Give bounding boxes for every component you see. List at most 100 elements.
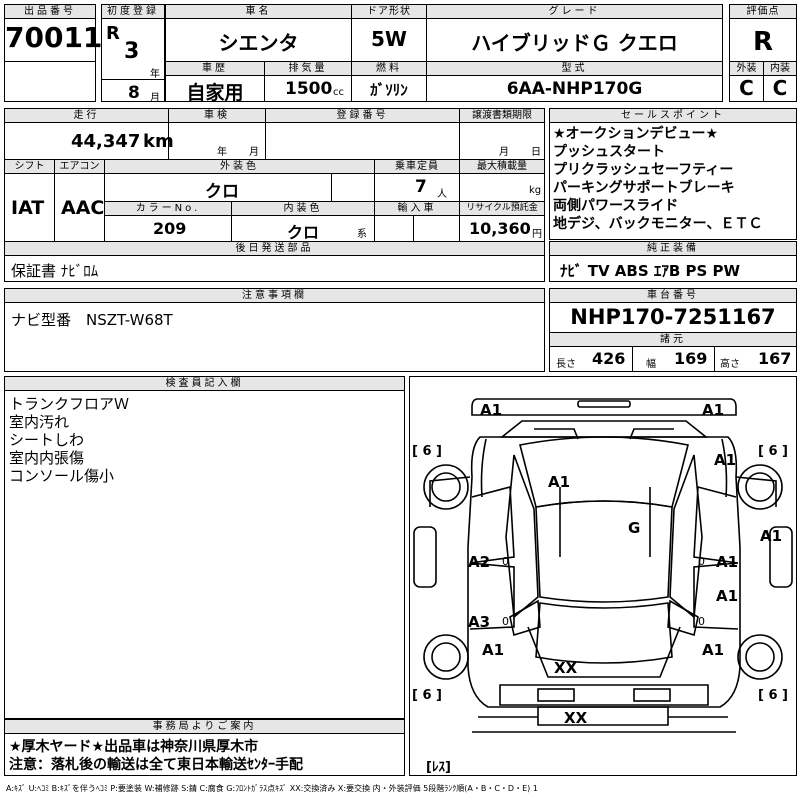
inspector-label: 検査員記入欄 xyxy=(5,377,404,391)
inspector-line: 室内内張傷 xyxy=(9,449,85,467)
transfer-month: 月 xyxy=(499,147,509,158)
fuel-box: 燃料 ｶﾞｿﾘﾝ xyxy=(351,61,427,102)
inspector-line: トランクフロアＷ xyxy=(9,395,130,413)
door-label: ドア形状 xyxy=(352,5,426,19)
recycle: 10,360 xyxy=(469,219,531,238)
shaken-month: 月 xyxy=(249,147,259,158)
reg-year: 3 xyxy=(124,39,140,64)
mileage-unit: km xyxy=(143,131,174,152)
reg-label: 初度登録 xyxy=(102,5,164,19)
sales-line: ★オークションデビュー★ xyxy=(553,126,719,142)
model-label: 型式 xyxy=(427,62,722,76)
seats-unit: 人 xyxy=(437,189,447,200)
cc-label: 排気量 xyxy=(265,62,351,76)
shift-label: シフト xyxy=(5,160,54,174)
cc-unit: cc xyxy=(333,87,344,98)
length: 426 xyxy=(592,349,626,368)
reg-month: 8 xyxy=(128,83,140,103)
cc: 1500 xyxy=(285,79,333,99)
lot-extra-box xyxy=(4,61,96,102)
sales-line: 地デジ、バックモニター、ＥＴＣ xyxy=(553,216,763,232)
history: 自家用 xyxy=(186,82,244,104)
shaken-year: 年 xyxy=(217,147,227,158)
grade-label: グレード xyxy=(427,5,722,19)
width: 169 xyxy=(674,349,708,368)
damage-mark: A1 xyxy=(716,553,738,571)
grade: ハイブリッドＧ クエロ xyxy=(471,31,678,55)
shift: IAT xyxy=(11,197,45,219)
plate-label: 登録番号 xyxy=(265,109,459,123)
int-label: 内装 xyxy=(764,62,796,76)
seats: 7 xyxy=(415,177,427,197)
car-diagram-drawing: A1 A1 A1 A1 A1 A1 A1 A1 A1 A2 A3 G XX XX… xyxy=(412,398,793,775)
legend: A:ｷｽﾞ U:ﾍｺﾐ B:ｷｽﾞを伴うﾍｺﾐ P:要塗装 W:補修跡 S:錆 … xyxy=(6,784,538,793)
car-diagram: A1 A1 A1 A1 A1 A1 A1 A1 A1 A2 A3 G XX XX… xyxy=(409,376,797,776)
panel-zero: 0 xyxy=(698,615,705,628)
tire-depth: [ 6 ] xyxy=(758,444,788,459)
damage-mark: A1 xyxy=(702,641,724,659)
damage-mark: A1 xyxy=(480,401,502,419)
height-label: 高さ xyxy=(720,359,740,370)
tire-depth: [ 6 ] xyxy=(412,688,442,703)
fuel-label: 燃料 xyxy=(352,62,426,76)
equip-label: 純正装備 xyxy=(550,242,796,256)
car-name-label: 車名 xyxy=(166,5,351,19)
tire-depth: [ 6 ] xyxy=(758,688,788,703)
width-label: 幅 xyxy=(646,359,656,370)
lot-number: 70011 xyxy=(5,21,103,54)
int-box: 内装 C xyxy=(763,61,797,102)
damage-mark: G xyxy=(628,519,640,537)
sales-label: セールスポイント xyxy=(550,109,796,123)
fuel: ｶﾞｿﾘﾝ xyxy=(370,81,408,99)
exterior-color: クロ xyxy=(205,182,239,202)
later-parts-label: 後日発送部品 xyxy=(5,242,544,256)
inspector-line: コンソール傷小 xyxy=(9,467,115,485)
cc-box: 排気量 1500 cc xyxy=(264,61,352,102)
tire-depth: [ 6 ] xyxy=(412,444,442,459)
damage-mark: XX xyxy=(554,659,578,677)
sales-box: セールスポイント ★オークションデビュー★ プッシュスタート プリクラッシュセー… xyxy=(549,108,797,240)
reg-box: 初度登録 R 3 年 8 月 xyxy=(101,4,165,104)
int-score: C xyxy=(772,76,788,100)
panel-zero: 0 xyxy=(502,555,509,568)
color-no: 209 xyxy=(153,219,187,238)
history-label: 車歴 xyxy=(166,62,264,76)
seats-label: 乗車定員 xyxy=(374,160,459,174)
reg-year-unit: 年 xyxy=(150,69,160,80)
ac: AAC xyxy=(61,197,105,219)
damage-mark: A1 xyxy=(714,451,736,469)
spare-tire: [ﾚｽ] xyxy=(426,760,451,775)
history-box: 車歴 自家用 xyxy=(165,61,265,104)
ext-score: C xyxy=(739,76,754,100)
equip-box: 純正装備 ﾅﾋﾞ TV ABS ｴｱB PS PW xyxy=(549,241,797,282)
int-color-label: 内装色 xyxy=(231,202,374,216)
office-list: ★厚木ヤード★出品車は神奈川県厚木市 注意：落札後の輸送は全て東日本輸送ｾﾝﾀｰ… xyxy=(9,738,303,774)
notes-box: 注意事項欄 ナビ型番 NSZT-W68T xyxy=(4,288,545,372)
car-name-box: 車名 シエンタ xyxy=(165,4,352,62)
damage-mark: A1 xyxy=(716,587,738,605)
info-block: 走行 車検 登録番号 譲渡書類期限 44,347 km 年 月 月 日 シフト … xyxy=(4,108,545,282)
sales-line: 両側パワースライド xyxy=(553,198,679,214)
color-no-label: カラーNo. xyxy=(105,202,231,216)
door-type: 5W xyxy=(371,27,407,51)
notes: ナビ型番 NSZT-W68T xyxy=(11,311,173,329)
damage-mark: A1 xyxy=(702,401,724,419)
panel-zero: 0 xyxy=(698,555,705,568)
score-label: 評価点 xyxy=(730,5,796,19)
ext-label: 外装 xyxy=(730,62,763,76)
recycle-label: リサイクル預託金 xyxy=(459,202,544,216)
mileage: 44,347 xyxy=(71,131,141,152)
score: R xyxy=(752,27,774,57)
reg-era: R xyxy=(106,23,120,44)
recycle-unit: 円 xyxy=(532,229,542,240)
color-label: 外装色 xyxy=(104,160,374,174)
length-label: 長さ xyxy=(556,359,576,370)
ext-box: 外装 C xyxy=(729,61,764,102)
spec-label: 諸元 xyxy=(550,333,796,347)
office-line: 注意：落札後の輸送は全て東日本輸送ｾﾝﾀｰ手配 xyxy=(9,757,303,773)
inspector-line: シートしわ xyxy=(9,431,85,449)
inspector-box: 検査員記入欄 トランクフロアＷ 室内汚れ シートしわ 室内内張傷 コンソール傷小 xyxy=(4,376,405,719)
sales-line: プリクラッシュセーフティー xyxy=(553,162,734,178)
score-box: 評価点 R xyxy=(729,4,797,62)
panel-zero: 0 xyxy=(502,615,509,628)
